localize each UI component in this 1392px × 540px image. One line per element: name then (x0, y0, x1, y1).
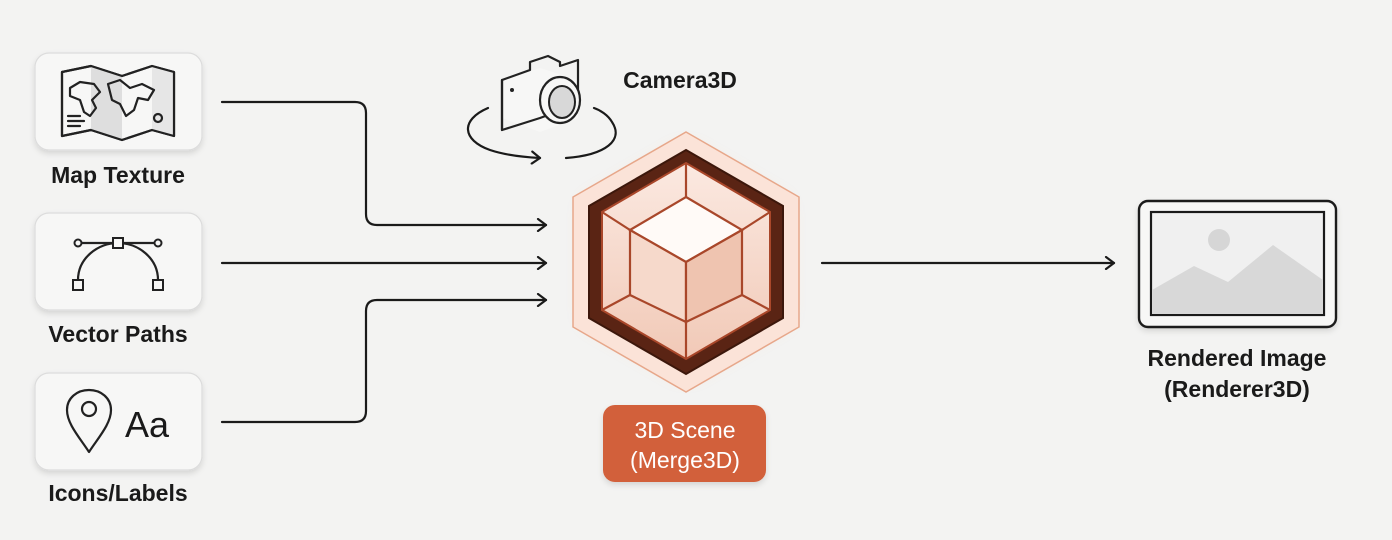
vector-paths-label: Vector Paths (48, 321, 187, 347)
input-map-texture: Map Texture (34, 52, 203, 188)
camera-label: Camera3D (623, 67, 737, 93)
map-icon (60, 64, 176, 142)
output-title: Rendered Image (1148, 345, 1327, 371)
scene-badge: 3D Scene (Merge3D) (603, 405, 766, 482)
scene-title: 3D Scene (634, 417, 735, 443)
image-icon (1137, 199, 1338, 329)
arrow-map-to-scene (220, 100, 548, 225)
icons-labels-label: Icons/Labels (48, 480, 187, 506)
input-icons-labels: Aa Icons/Labels (34, 372, 203, 506)
camera-orbit-icon: Camera3D (466, 54, 737, 158)
pin-text-icon: Aa (65, 388, 170, 454)
input-vector-paths: Vector Paths (34, 212, 203, 347)
arrow-icons-to-scene (220, 300, 548, 424)
scene-subtitle: (Merge3D) (630, 447, 740, 473)
output-subtitle: (Renderer3D) (1164, 376, 1310, 402)
camera-icon (500, 54, 582, 132)
map-texture-label: Map Texture (51, 162, 185, 188)
vector-paths-box (34, 212, 203, 311)
cube-hexagon-icon (572, 131, 800, 393)
output-rendered-image: Rendered Image (Renderer3D) (1137, 199, 1338, 402)
bezier-curve-icon (72, 237, 164, 291)
aa-glyph: Aa (125, 404, 170, 445)
icons-labels-box (34, 372, 203, 471)
